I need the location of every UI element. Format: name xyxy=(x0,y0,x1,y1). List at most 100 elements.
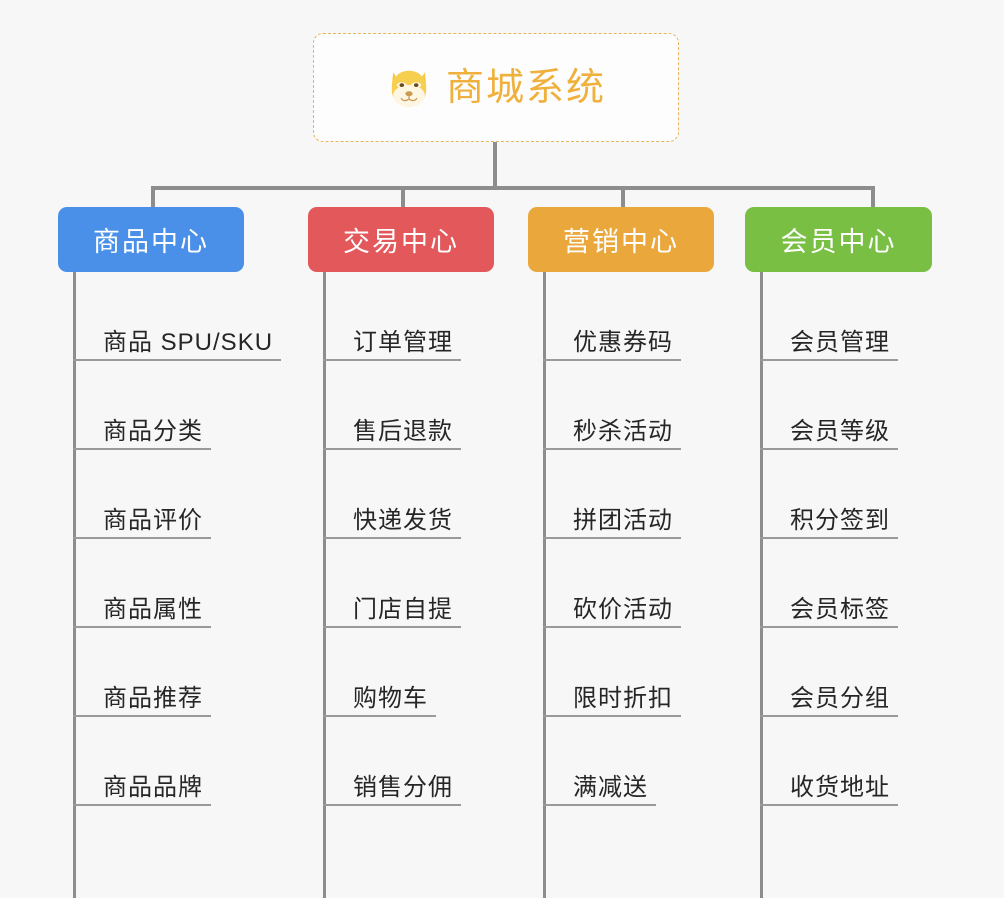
list-item-underline xyxy=(73,715,211,717)
connector-bus xyxy=(151,186,875,190)
list-item-label: 秒杀活动 xyxy=(573,418,673,446)
list-item-underline xyxy=(760,448,898,450)
list-item-label: 限时折扣 xyxy=(573,685,673,713)
list-item-underline xyxy=(543,359,681,361)
list-item[interactable]: 商品属性 xyxy=(73,539,308,628)
list-item[interactable]: 售后退款 xyxy=(323,361,528,450)
list-item-label: 售后退款 xyxy=(353,418,453,446)
list-item-label: 收货地址 xyxy=(790,774,890,802)
list-item-underline xyxy=(760,715,898,717)
connector-drop-1 xyxy=(151,186,155,211)
list-item-underline xyxy=(73,448,211,450)
list-item-underline xyxy=(323,804,461,806)
branch-header-label: 会员中心 xyxy=(780,227,897,257)
list-item[interactable]: 收货地址 xyxy=(760,717,975,806)
list-item[interactable]: 限时折扣 xyxy=(543,628,748,717)
list-item-underline xyxy=(73,359,281,361)
connector-drop-3 xyxy=(621,186,625,211)
list-item[interactable]: 砍价活动 xyxy=(543,539,748,628)
connector-stem xyxy=(493,142,497,188)
list-item[interactable]: 快递发货 xyxy=(323,450,528,539)
branch-member-center: 会员中心 会员管理 会员等级 积分签到 会员标签 会员分组 xyxy=(745,207,975,898)
list-item[interactable]: 积分签到 xyxy=(760,450,975,539)
list-item[interactable]: 门店自提 xyxy=(323,539,528,628)
branch-trade-center: 交易中心 订单管理 售后退款 快递发货 门店自提 购物车 xyxy=(308,207,528,898)
list-item[interactable]: 会员等级 xyxy=(760,361,975,450)
list-item[interactable]: 商品 SPU/SKU xyxy=(73,272,308,361)
list-item-label: 门店自提 xyxy=(353,596,453,624)
list-item-label: 会员管理 xyxy=(790,329,890,357)
list-item[interactable]: 会员分组 xyxy=(760,628,975,717)
list-item-underline xyxy=(323,626,461,628)
list-item-label: 积分签到 xyxy=(790,507,890,535)
list-item[interactable]: 会员管理 xyxy=(760,272,975,361)
list-item-underline xyxy=(543,626,681,628)
branch-leaf-list: 订单管理 售后退款 快递发货 门店自提 购物车 销售分佣 xyxy=(308,272,528,898)
list-item-underline xyxy=(760,626,898,628)
shiba-dog-face-icon xyxy=(391,70,427,107)
list-item-underline xyxy=(323,448,461,450)
branch-header-label: 交易中心 xyxy=(343,227,459,257)
list-item[interactable]: 满减送 xyxy=(543,717,748,806)
list-item[interactable]: 商品分类 xyxy=(73,361,308,450)
list-item-label: 砍价活动 xyxy=(573,596,673,624)
connector-drop-4 xyxy=(871,186,875,211)
list-item[interactable]: 商品推荐 xyxy=(73,628,308,717)
root-label: 商城系统 xyxy=(445,66,606,109)
branch-leaf-list: 商品 SPU/SKU 商品分类 商品评价 商品属性 商品推荐 商品品牌 xyxy=(58,272,308,898)
list-item-label: 优惠券码 xyxy=(573,329,673,357)
branch-product-center: 商品中心 商品 SPU/SKU 商品分类 商品评价 商品属性 商品推荐 xyxy=(58,207,308,898)
branch-rail xyxy=(73,272,76,898)
list-item-label: 订单管理 xyxy=(353,329,453,357)
list-item[interactable]: 优惠券码 xyxy=(543,272,748,361)
branch-header[interactable]: 商品中心 xyxy=(58,207,244,272)
list-item[interactable]: 商品品牌 xyxy=(73,717,308,806)
list-item-label: 商品品牌 xyxy=(103,774,203,802)
branch-header[interactable]: 营销中心 xyxy=(528,207,714,272)
list-item-label: 满减送 xyxy=(573,774,648,802)
branch-rail xyxy=(543,272,546,898)
list-item[interactable]: 销售分佣 xyxy=(323,717,528,806)
list-item-underline xyxy=(543,715,681,717)
branch-leaf-list: 优惠券码 秒杀活动 拼团活动 砍价活动 限时折扣 满减送 xyxy=(528,272,748,898)
list-item-underline xyxy=(323,715,436,717)
branch-leaf-list: 会员管理 会员等级 积分签到 会员标签 会员分组 收货地址 xyxy=(745,272,975,898)
list-item-label: 商品推荐 xyxy=(103,685,203,713)
list-item-label: 会员等级 xyxy=(790,418,890,446)
list-item-underline xyxy=(543,804,656,806)
list-item[interactable]: 商品评价 xyxy=(73,450,308,539)
list-item-label: 快递发货 xyxy=(353,507,453,535)
branch-marketing-center: 营销中心 优惠券码 秒杀活动 拼团活动 砍价活动 限时折扣 xyxy=(528,207,748,898)
list-item-label: 商品评价 xyxy=(103,507,203,535)
root-node[interactable]: 商城系统 xyxy=(313,33,679,142)
list-item-label: 商品 SPU/SKU xyxy=(103,329,274,357)
branch-header-label: 商品中心 xyxy=(93,227,209,257)
list-item-label: 购物车 xyxy=(353,685,428,713)
list-item[interactable]: 购物车 xyxy=(323,628,528,717)
list-item-label: 拼团活动 xyxy=(573,507,673,535)
branch-header[interactable]: 会员中心 xyxy=(745,207,932,272)
list-item-underline xyxy=(543,537,681,539)
list-item-underline xyxy=(73,537,211,539)
list-item[interactable]: 订单管理 xyxy=(323,272,528,361)
list-item-underline xyxy=(760,804,898,806)
list-item-underline xyxy=(760,359,898,361)
list-item-underline xyxy=(760,537,898,539)
list-item-underline xyxy=(73,626,211,628)
list-item[interactable]: 会员标签 xyxy=(760,539,975,628)
list-item-underline xyxy=(323,359,461,361)
list-item-label: 商品分类 xyxy=(103,418,203,446)
list-item-label: 会员分组 xyxy=(790,685,890,713)
branch-rail xyxy=(323,272,326,898)
connector-drop-2 xyxy=(401,186,405,211)
mindmap-canvas: 商城系统 商品中心 商品 SPU/SKU 商品分类 商品评价 商 xyxy=(58,33,975,898)
list-item[interactable]: 拼团活动 xyxy=(543,450,748,539)
branch-header[interactable]: 交易中心 xyxy=(308,207,494,272)
list-item-label: 会员标签 xyxy=(790,596,890,624)
list-item-underline xyxy=(323,537,461,539)
list-item-label: 销售分佣 xyxy=(353,774,453,802)
branch-rail xyxy=(760,272,763,898)
list-item[interactable]: 秒杀活动 xyxy=(543,361,748,450)
list-item-underline xyxy=(73,804,211,806)
list-item-underline xyxy=(543,448,681,450)
